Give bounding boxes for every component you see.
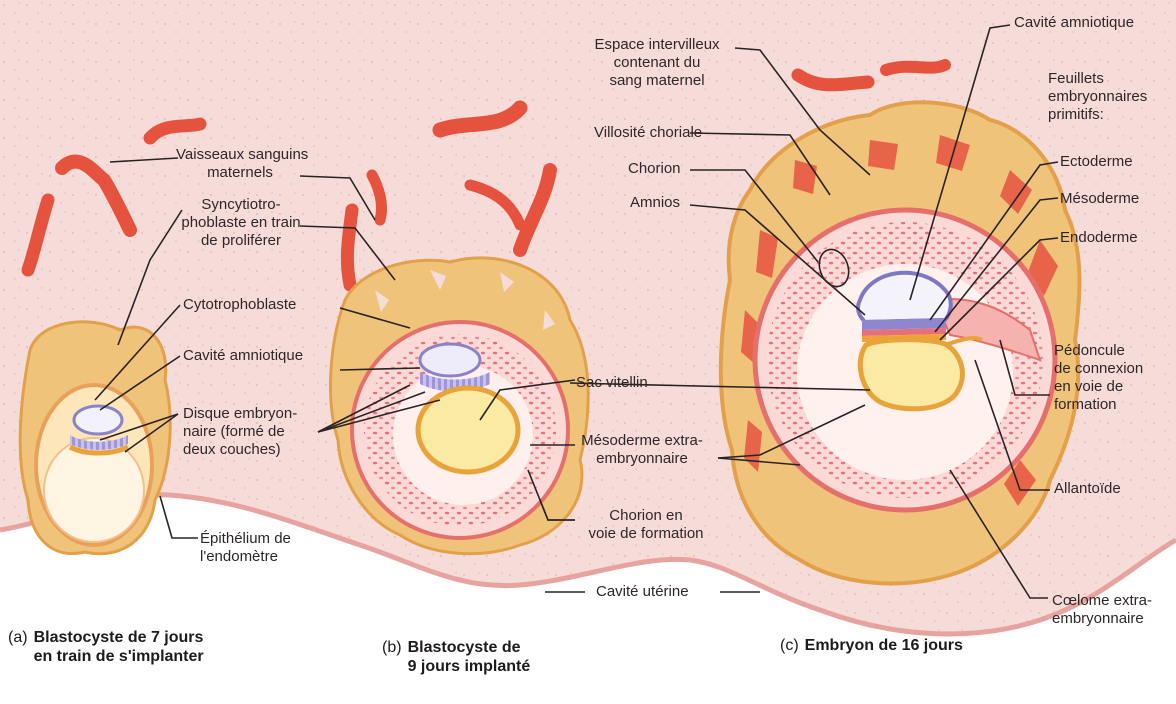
- label-espace-intervilleux: Espace intervilleux contenant du sang ma…: [582, 36, 732, 90]
- label-epithelium: Épithélium de l'endomètre: [200, 530, 291, 566]
- label-vaisseaux: Vaisseaux sanguins maternels: [176, 146, 304, 182]
- label-chorion: Chorion: [628, 160, 681, 178]
- caption-b-text: Blastocyste de 9 jours implanté: [408, 638, 531, 676]
- yolk-sac-c: [860, 340, 962, 409]
- caption-a-tag: (a): [8, 629, 28, 646]
- label-cavite-uterine: Cavité utérine: [596, 583, 689, 601]
- caption-b-tag: (b): [382, 639, 402, 656]
- amniotic-cavity-a: [74, 406, 122, 434]
- embryo-c: [721, 102, 1080, 583]
- label-endoderme: Endoderme: [1060, 229, 1138, 247]
- caption-a: (a) Blastocyste de 7 jours en train de s'…: [8, 628, 204, 666]
- label-villosite-choriale: Villosité choriale: [594, 124, 702, 142]
- caption-a-text: Blastocyste de 7 jours en train de s'imp…: [34, 628, 204, 666]
- blastocyst-a: [20, 322, 170, 554]
- label-syncytiotrophoblaste: Syncytiotro- phoblaste en train de proli…: [176, 196, 306, 250]
- caption-c: (c) Embryon de 16 jours: [780, 636, 963, 655]
- label-mesoderme: Mésoderme: [1060, 190, 1139, 208]
- label-ectoderme: Ectoderme: [1060, 153, 1133, 171]
- caption-b: (b) Blastocyste de 9 jours implanté: [382, 638, 530, 676]
- yolk-sac-b: [418, 388, 518, 472]
- label-cavite-amniotique-c: Cavité amniotique: [1014, 14, 1134, 32]
- label-amnios: Amnios: [630, 194, 680, 212]
- label-cavite-amniotique-a: Cavité amniotique: [183, 347, 303, 365]
- label-mesoderme-extra: Mésoderme extra- embryonnaire: [576, 432, 708, 468]
- caption-c-text: Embryon de 16 jours: [805, 637, 963, 654]
- label-sac-vitellin: Sac vitellin: [576, 374, 648, 392]
- label-cytotrophoblaste: Cytotrophoblaste: [183, 296, 296, 314]
- label-coelome: Cœlome extra- embryonnaire: [1052, 592, 1152, 628]
- label-feuillets: Feuillets embryonnaires primitifs:: [1048, 70, 1147, 124]
- label-allantoide: Allantoïde: [1054, 480, 1121, 498]
- label-pedoncule: Pédoncule de connexion en voie de format…: [1054, 342, 1143, 414]
- caption-c-tag: (c): [780, 637, 799, 654]
- ectoderm-c: [862, 318, 946, 330]
- label-chorion-formation: Chorion en voie de formation: [576, 507, 716, 543]
- label-disque-embryonnaire: Disque embryon- naire (formé de deux cou…: [183, 405, 297, 459]
- amniotic-cavity-b: [420, 344, 480, 376]
